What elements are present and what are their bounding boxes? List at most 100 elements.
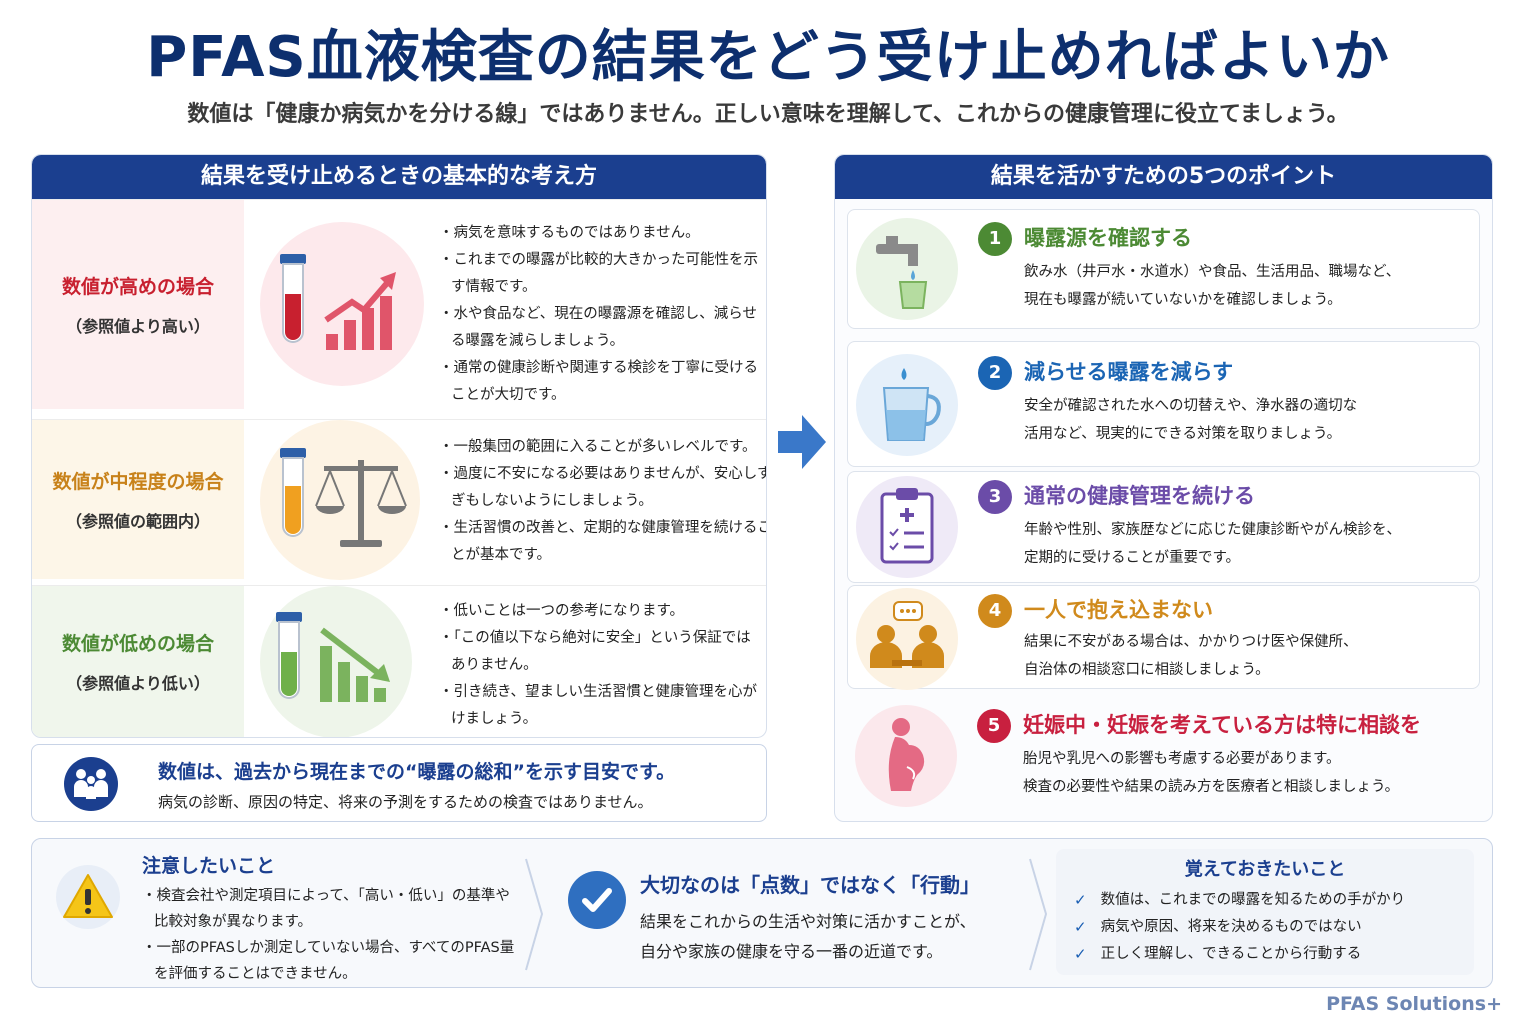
case-high-bullets: 病気を意味するものではありません。 これまでの曝露が比較的大きかった可能性を示す…	[439, 220, 764, 409]
list-item: ✓ 病気や原因、将来を決めるものではない	[1074, 914, 1405, 941]
high-level-icon	[260, 222, 424, 386]
point-1-title: 曝露源を確認する	[1024, 226, 1192, 250]
point-1-line-1: 飲み水（井戸水・水道水）や食品、生活用品、職場など、	[1024, 264, 1401, 280]
note-title: 数値は、過去から現在までの“曝露の総和”を示す目安です。	[158, 761, 676, 783]
point-4-title: 一人で抱え込まない	[1024, 598, 1213, 622]
point-4-text: 結果に不安がある場合は、かかりつけ医や保健所、 自治体の相談窓口に相談しましょう…	[1024, 628, 1472, 684]
family-icon	[64, 757, 118, 811]
point-5-line-2: 検査の必要性や結果の読み方を医療者と相談しましょう。	[1023, 779, 1400, 795]
list-item: 低いことは一つの参考になります。	[439, 598, 764, 625]
water-pitcher-icon	[856, 354, 958, 456]
point-3-text: 年齢や性別、家族歴などに応じた健康診断やがん検診を、 定期的に受けることが重要で…	[1024, 516, 1476, 572]
note-text: 病気の診断、原因の特定、将来の予測をするための検査ではありません。	[158, 793, 653, 811]
remember-item-text: 正しく理解し、できることから行動する	[1100, 946, 1362, 962]
case-low-bullets: 低いことは一つの参考になります。 「この値以下なら絶対に安全」という保証ではあり…	[439, 598, 764, 733]
caution-title: 注意したいこと	[142, 855, 276, 877]
brand-logo-text: PFAS Solutions+	[1326, 993, 1502, 1015]
point-4-number: 4	[978, 594, 1012, 628]
clipboard-checklist-icon	[856, 476, 958, 578]
five-points-heading: 結果を活かすための5つのポイント	[835, 155, 1492, 199]
list-item: 水や食品など、現在の曝露源を確認し、減らせる曝露を減らしましょう。	[439, 301, 764, 355]
remember-item-text: 病気や原因、将来を決めるものではない	[1100, 919, 1362, 935]
exposure-note: 数値は、過去から現在までの“曝露の総和”を示す目安です。 病気の診断、原因の特定…	[31, 744, 767, 822]
chevron-right-icon	[524, 857, 544, 972]
important-line-1: 結果をこれからの生活や対策に活かすことが、	[640, 912, 976, 931]
point-4-line-2: 自治体の相談窓口に相談しましょう。	[1024, 662, 1270, 678]
basic-approach-heading: 結果を受け止めるときの基本的な考え方	[32, 155, 766, 199]
important-title: 大切なのは「点数」ではなく「行動」	[640, 873, 980, 897]
basic-approach-panel: 結果を受け止めるときの基本的な考え方 数値が高めの場合 （参照値より高い） 病気…	[31, 154, 767, 738]
point-2: 2 減らせる曝露を減らす 安全が確認された水への切替えや、浄水器の適切な 活用な…	[847, 341, 1480, 467]
case-high-title: 数値が高めの場合	[61, 276, 214, 298]
list-item: 一般集団の範囲に入ることが多いレベルです。	[439, 434, 766, 461]
list-item: 「この値以下なら絶対に安全」という保証ではありません。	[439, 625, 764, 679]
list-item: 通常の健康診断や関連する検診を丁寧に受けることが大切です。	[439, 355, 764, 409]
summary-strip: 注意したいこと 検査会社や測定項目によって、「高い・低い」の基準や比較対象が異な…	[31, 838, 1493, 988]
caution-list: 検査会社や測定項目によって、「高い・低い」の基準や比較対象が異なります。 一部の…	[142, 883, 522, 987]
five-points-panel: 結果を活かすための5つのポイント 1 曝露源を確認する 飲み水（井戸水・水道水）…	[834, 154, 1493, 822]
case-low-label: 数値が低めの場合 （参照値より低い）	[32, 586, 244, 737]
point-4: 4 一人で抱え込まない 結果に不安がある場合は、かかりつけ医や保健所、 自治体の…	[847, 585, 1480, 690]
point-5-number: 5	[977, 709, 1011, 743]
remember-list: ✓ 数値は、これまでの曝露を知るための手がかり ✓ 病気や原因、将来を決めるものでは…	[1074, 887, 1405, 968]
list-item: ✓ 数値は、これまでの曝露を知るための手がかり	[1074, 887, 1405, 914]
case-low-sub: （参照値より低い）	[66, 674, 210, 693]
checkmark-icon: ✓	[1074, 945, 1087, 963]
point-5: 5 妊娠中・妊娠を考えている方は特に相談を 胎児や乳児への影響も考慮する必要があ…	[847, 695, 1480, 817]
pregnant-woman-icon	[855, 705, 957, 807]
point-1-text: 飲み水（井戸水・水道水）や食品、生活用品、職場など、 現在も曝露が続いていないか…	[1024, 258, 1472, 314]
case-mid-bullets: 一般集団の範囲に入ることが多いレベルです。 過度に不安になる必要はありませんが、…	[439, 434, 766, 569]
point-3-number: 3	[978, 480, 1012, 514]
point-2-text: 安全が確認された水への切替えや、浄水器の適切な 活用など、現実的にできる対策を取…	[1024, 392, 1472, 448]
list-item: 病気を意味するものではありません。	[439, 220, 764, 247]
point-2-line-1: 安全が確認された水への切替えや、浄水器の適切な	[1024, 398, 1358, 414]
list-item: 引き続き、望ましい生活習慣と健康管理を心がけましょう。	[439, 679, 764, 733]
point-2-line-2: 活用など、現実的にできる対策を取りましょう。	[1024, 426, 1342, 442]
point-3-line-1: 年齢や性別、家族歴などに応じた健康診断やがん検診を、	[1024, 522, 1401, 538]
chevron-right-icon	[1028, 857, 1048, 972]
page-subtitle: 数値は「健康か病気かを分ける線」ではありません。正しい意味を理解して、これからの…	[187, 102, 1349, 127]
remember-box: 覚えておきたいこと ✓ 数値は、これまでの曝露を知るための手がかり ✓ 病気や原因、…	[1056, 849, 1474, 975]
important-text: 結果をこれからの生活や対策に活かすことが、 自分や家族の健康を守る一番の近道です…	[640, 907, 1040, 967]
point-5-title: 妊娠中・妊娠を考えている方は特に相談を	[1023, 713, 1421, 737]
case-mid-label: 数値が中程度の場合 （参照値の範囲内）	[32, 420, 244, 579]
point-3-line-2: 定期的に受けることが重要です。	[1024, 550, 1241, 566]
checkmark-icon: ✓	[1074, 891, 1087, 909]
balance-scale-icon	[260, 420, 420, 580]
list-item: ✓ 正しく理解し、できることから行動する	[1074, 941, 1405, 968]
low-level-icon	[260, 586, 412, 737]
list-item: 一部のPFASしか測定していない場合、すべてのPFAS量を評価することはできませ…	[142, 935, 522, 987]
remember-title: 覚えておきたいこと	[1184, 859, 1346, 880]
case-mid-sub: （参照値の範囲内）	[65, 512, 210, 531]
consultation-icon	[856, 588, 958, 690]
faucet-water-icon	[856, 218, 958, 320]
checkmark-icon: ✓	[1074, 918, 1087, 936]
point-1-line-2: 現在も曝露が続いていないかを確認しましょう。	[1024, 292, 1342, 308]
point-2-number: 2	[978, 356, 1012, 390]
point-5-line-1: 胎児や乳児への影響も考慮する必要があります。	[1023, 751, 1341, 767]
point-1: 1 曝露源を確認する 飲み水（井戸水・水道水）や食品、生活用品、職場など、 現在…	[847, 209, 1480, 329]
page-title: PFAS血液検査の結果をどう受け止めればよいか	[146, 25, 1390, 90]
remember-item-text: 数値は、これまでの曝露を知るための手がかり	[1100, 892, 1406, 908]
case-low-title: 数値が低めの場合	[61, 633, 214, 655]
list-item: 生活習慣の改善と、定期的な健康管理を続けることが基本です。	[439, 515, 766, 569]
point-3-title: 通常の健康管理を続ける	[1024, 484, 1255, 508]
case-mid-title: 数値が中程度の場合	[52, 471, 224, 493]
point-3: 3 通常の健康管理を続ける 年齢や性別、家族歴などに応じた健康診断やがん検診を、…	[847, 471, 1480, 583]
case-low: 数値が低めの場合 （参照値より低い） 低いことは一つの参考になります。 「この値…	[32, 585, 766, 737]
point-2-title: 減らせる曝露を減らす	[1024, 360, 1234, 384]
warning-icon	[56, 865, 120, 929]
case-high-sub: （参照値より高い）	[66, 317, 210, 336]
check-circle-icon	[568, 871, 626, 929]
list-item: これまでの曝露が比較的大きかった可能性を示す情報です。	[439, 247, 764, 301]
list-item: 検査会社や測定項目によって、「高い・低い」の基準や比較対象が異なります。	[142, 883, 522, 935]
point-5-text: 胎児や乳児への影響も考慮する必要があります。 検査の必要性や結果の読み方を医療者…	[1023, 745, 1479, 801]
point-1-number: 1	[978, 222, 1012, 256]
list-item: 過度に不安になる必要はありませんが、安心しすぎもしないようにしましょう。	[439, 461, 766, 515]
right-arrow-icon	[778, 413, 826, 471]
case-high-label: 数値が高めの場合 （参照値より高い）	[32, 200, 244, 409]
case-high: 数値が高めの場合 （参照値より高い） 病気を意味するものではありません。 これま…	[32, 199, 766, 409]
important-line-2: 自分や家族の健康を守る一番の近道です。	[640, 942, 943, 961]
point-4-line-1: 結果に不安がある場合は、かかりつけ医や保健所、	[1024, 634, 1358, 650]
case-mid: 数値が中程度の場合 （参照値の範囲内） 一般集団の範囲に入ることが多いレベルです…	[32, 419, 766, 580]
